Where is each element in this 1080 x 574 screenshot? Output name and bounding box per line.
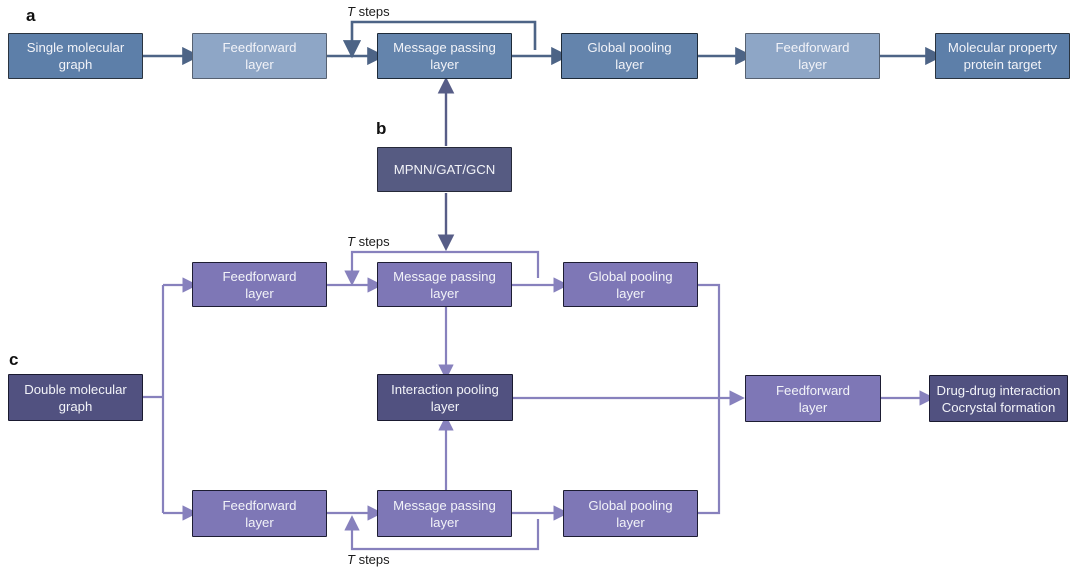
box-feedforward-a1: Feedforward layer <box>192 33 327 79</box>
box-message-passing-a: Message passing layer <box>377 33 512 79</box>
box-feedforward-a2: Feedforward layer <box>745 33 880 79</box>
panel-label-a: a <box>26 6 36 25</box>
box-interaction-pooling: Interaction pooling layer <box>377 374 513 421</box>
box-feedforward-c-bottom: Feedforward layer <box>192 490 327 537</box>
t-steps-t: T <box>347 234 355 249</box>
box-molecular-property-output: Molecular property protein target <box>935 33 1070 79</box>
panel-label-c: c <box>9 350 19 369</box>
box-feedforward-c-out: Feedforward layer <box>745 375 881 422</box>
box-global-pooling-a: Global pooling layer <box>561 33 698 79</box>
box-global-pooling-c-top: Global pooling layer <box>563 262 698 307</box>
box-mpnn-gat-gcn: MPNN/GAT/GCN <box>377 147 512 192</box>
t-steps-label-c-top: T steps <box>347 234 390 249</box>
t-steps-text: steps <box>354 234 390 249</box>
t-steps-text: steps <box>354 552 390 567</box>
t-steps-text: steps <box>354 4 390 19</box>
t-steps-label-a: T steps <box>347 4 390 19</box>
t-steps-t: T <box>347 552 355 567</box>
box-drug-drug-interaction-output: Drug-drug interaction Cocrystal formatio… <box>929 375 1068 422</box>
box-single-molecular-graph: Single molecular graph <box>8 33 143 79</box>
t-steps-t: T <box>347 4 355 19</box>
box-global-pooling-c-bottom: Global pooling layer <box>563 490 698 537</box>
box-message-passing-c-top: Message passing layer <box>377 262 512 307</box>
t-steps-label-c-bottom: T steps <box>347 552 390 567</box>
box-double-molecular-graph: Double molecular graph <box>8 374 143 421</box>
box-message-passing-c-bottom: Message passing layer <box>377 490 512 537</box>
box-feedforward-c-top: Feedforward layer <box>192 262 327 307</box>
panel-label-b: b <box>376 119 387 138</box>
